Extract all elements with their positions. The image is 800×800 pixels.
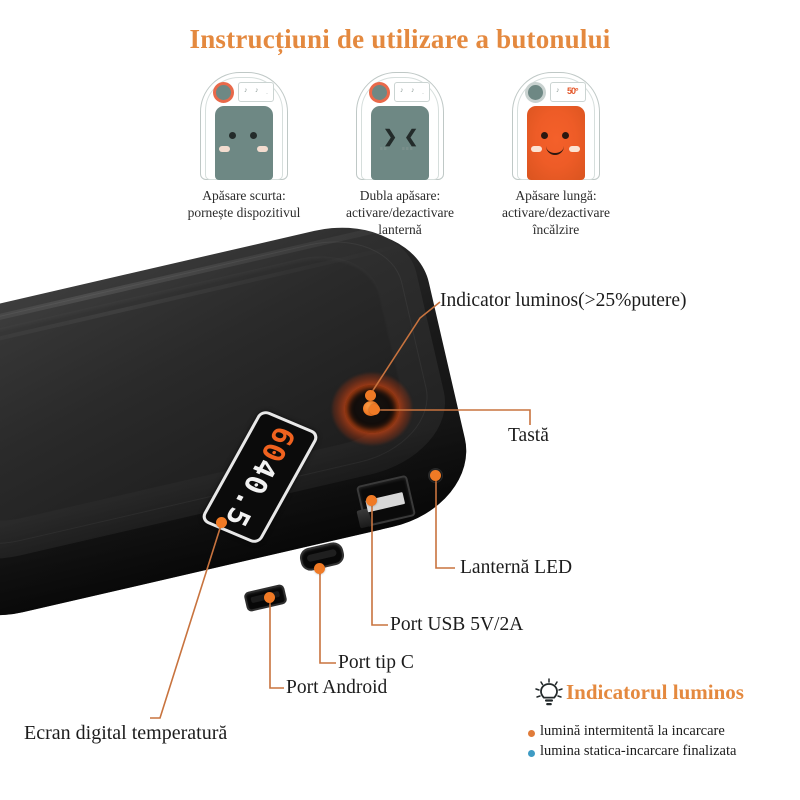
note-glyph: ♪: [255, 87, 259, 94]
lightbulb-icon: [535, 678, 563, 706]
caption-line: pornește dispozitivul: [187, 205, 301, 220]
caption-line: Apăsare scurta:: [202, 188, 286, 203]
callout-label-android: Port Android: [286, 677, 388, 698]
mark-glyph: ·: [422, 91, 424, 97]
caption-line: Dubla apăsare:: [359, 188, 441, 203]
instruction-item-short-press: ♪ ♪ · Apăsare scurta: pornește dispoziti…: [164, 72, 324, 220]
device-face-flashlight-icon: ♪ ♪ · ❯ ❮ ≡≡ ≡≡≡: [352, 72, 448, 180]
device-face-heated-icon: ♪ 50°: [508, 72, 604, 180]
note-glyph: ♪: [411, 87, 415, 94]
instruction-caption: Apăsare lungă: activare/dezactivare încă…: [476, 187, 636, 238]
instruction-row: ♪ ♪ · Apăsare scurta: pornește dispoziti…: [0, 72, 800, 237]
instruction-caption: Apăsare scurta: pornește dispozitivul: [164, 187, 324, 221]
callout-label-key: Tastă: [508, 425, 549, 446]
callout-label-type-c: Port tip C: [338, 652, 414, 673]
caption-line: activare/dezactivare: [502, 205, 610, 220]
beam-glyph: ❮: [404, 127, 419, 146]
note-glyph: ♪: [400, 87, 404, 94]
caption-line: Apăsare lungă:: [515, 188, 597, 203]
marker-dot-android: [264, 592, 275, 603]
legend-item-charging: lumină intermitentă la incarcare: [540, 723, 725, 739]
marker-dot-type-c: [314, 563, 325, 574]
marker-dot-led: [430, 470, 441, 481]
marker-dot-power-indicator: [365, 390, 376, 401]
device-face-neutral-icon: ♪ ♪ ·: [196, 72, 292, 180]
legend-heading: Indicatorul luminos: [566, 680, 744, 704]
note-glyph: ♪: [244, 87, 248, 94]
mark-glyph: ·: [266, 91, 268, 97]
beam-glyph: ❯: [383, 127, 398, 146]
legend-bullet-charging: [528, 730, 535, 737]
marker-dot-usb: [366, 495, 377, 506]
note-glyph: ♪: [556, 87, 560, 94]
page-title: Instrucțiuni de utilizare a butonului: [189, 24, 611, 54]
legend-bullet-done: [528, 750, 535, 757]
legend-item-done: lumina statica-incarcare finalizata: [540, 743, 737, 759]
ray-glyph: ≡≡: [380, 146, 388, 152]
instruction-item-long-press: ♪ 50° Apăsare lungă: activare/dezactivar…: [476, 72, 636, 237]
callout-label-led: Lanternă LED: [460, 557, 573, 578]
ray-glyph: ≡≡≡: [402, 146, 414, 152]
indicator-legend: Indicatorul luminos lumină intermitentă …: [520, 678, 800, 782]
temperature-badge: 50°: [567, 86, 579, 96]
callout-label-display: Ecran digital temperatură: [24, 722, 228, 744]
callout-label-power-indicator: Indicator luminos(>25%putere): [440, 290, 687, 311]
callout-label-usb: Port USB 5V/2A: [390, 614, 524, 635]
instruction-item-double-press: ♪ ♪ · ❯ ❮ ≡≡ ≡≡≡ Dubla apăsare: activare…: [320, 72, 480, 237]
instruction-caption: Dubla apăsare: activare/dezactivare lant…: [320, 187, 480, 238]
caption-line: lanternă: [378, 222, 422, 237]
marker-dot-key: [369, 404, 380, 415]
caption-line: încălzire: [532, 222, 580, 237]
caption-line: activare/dezactivare: [346, 205, 454, 220]
marker-dot-display: [216, 517, 227, 528]
